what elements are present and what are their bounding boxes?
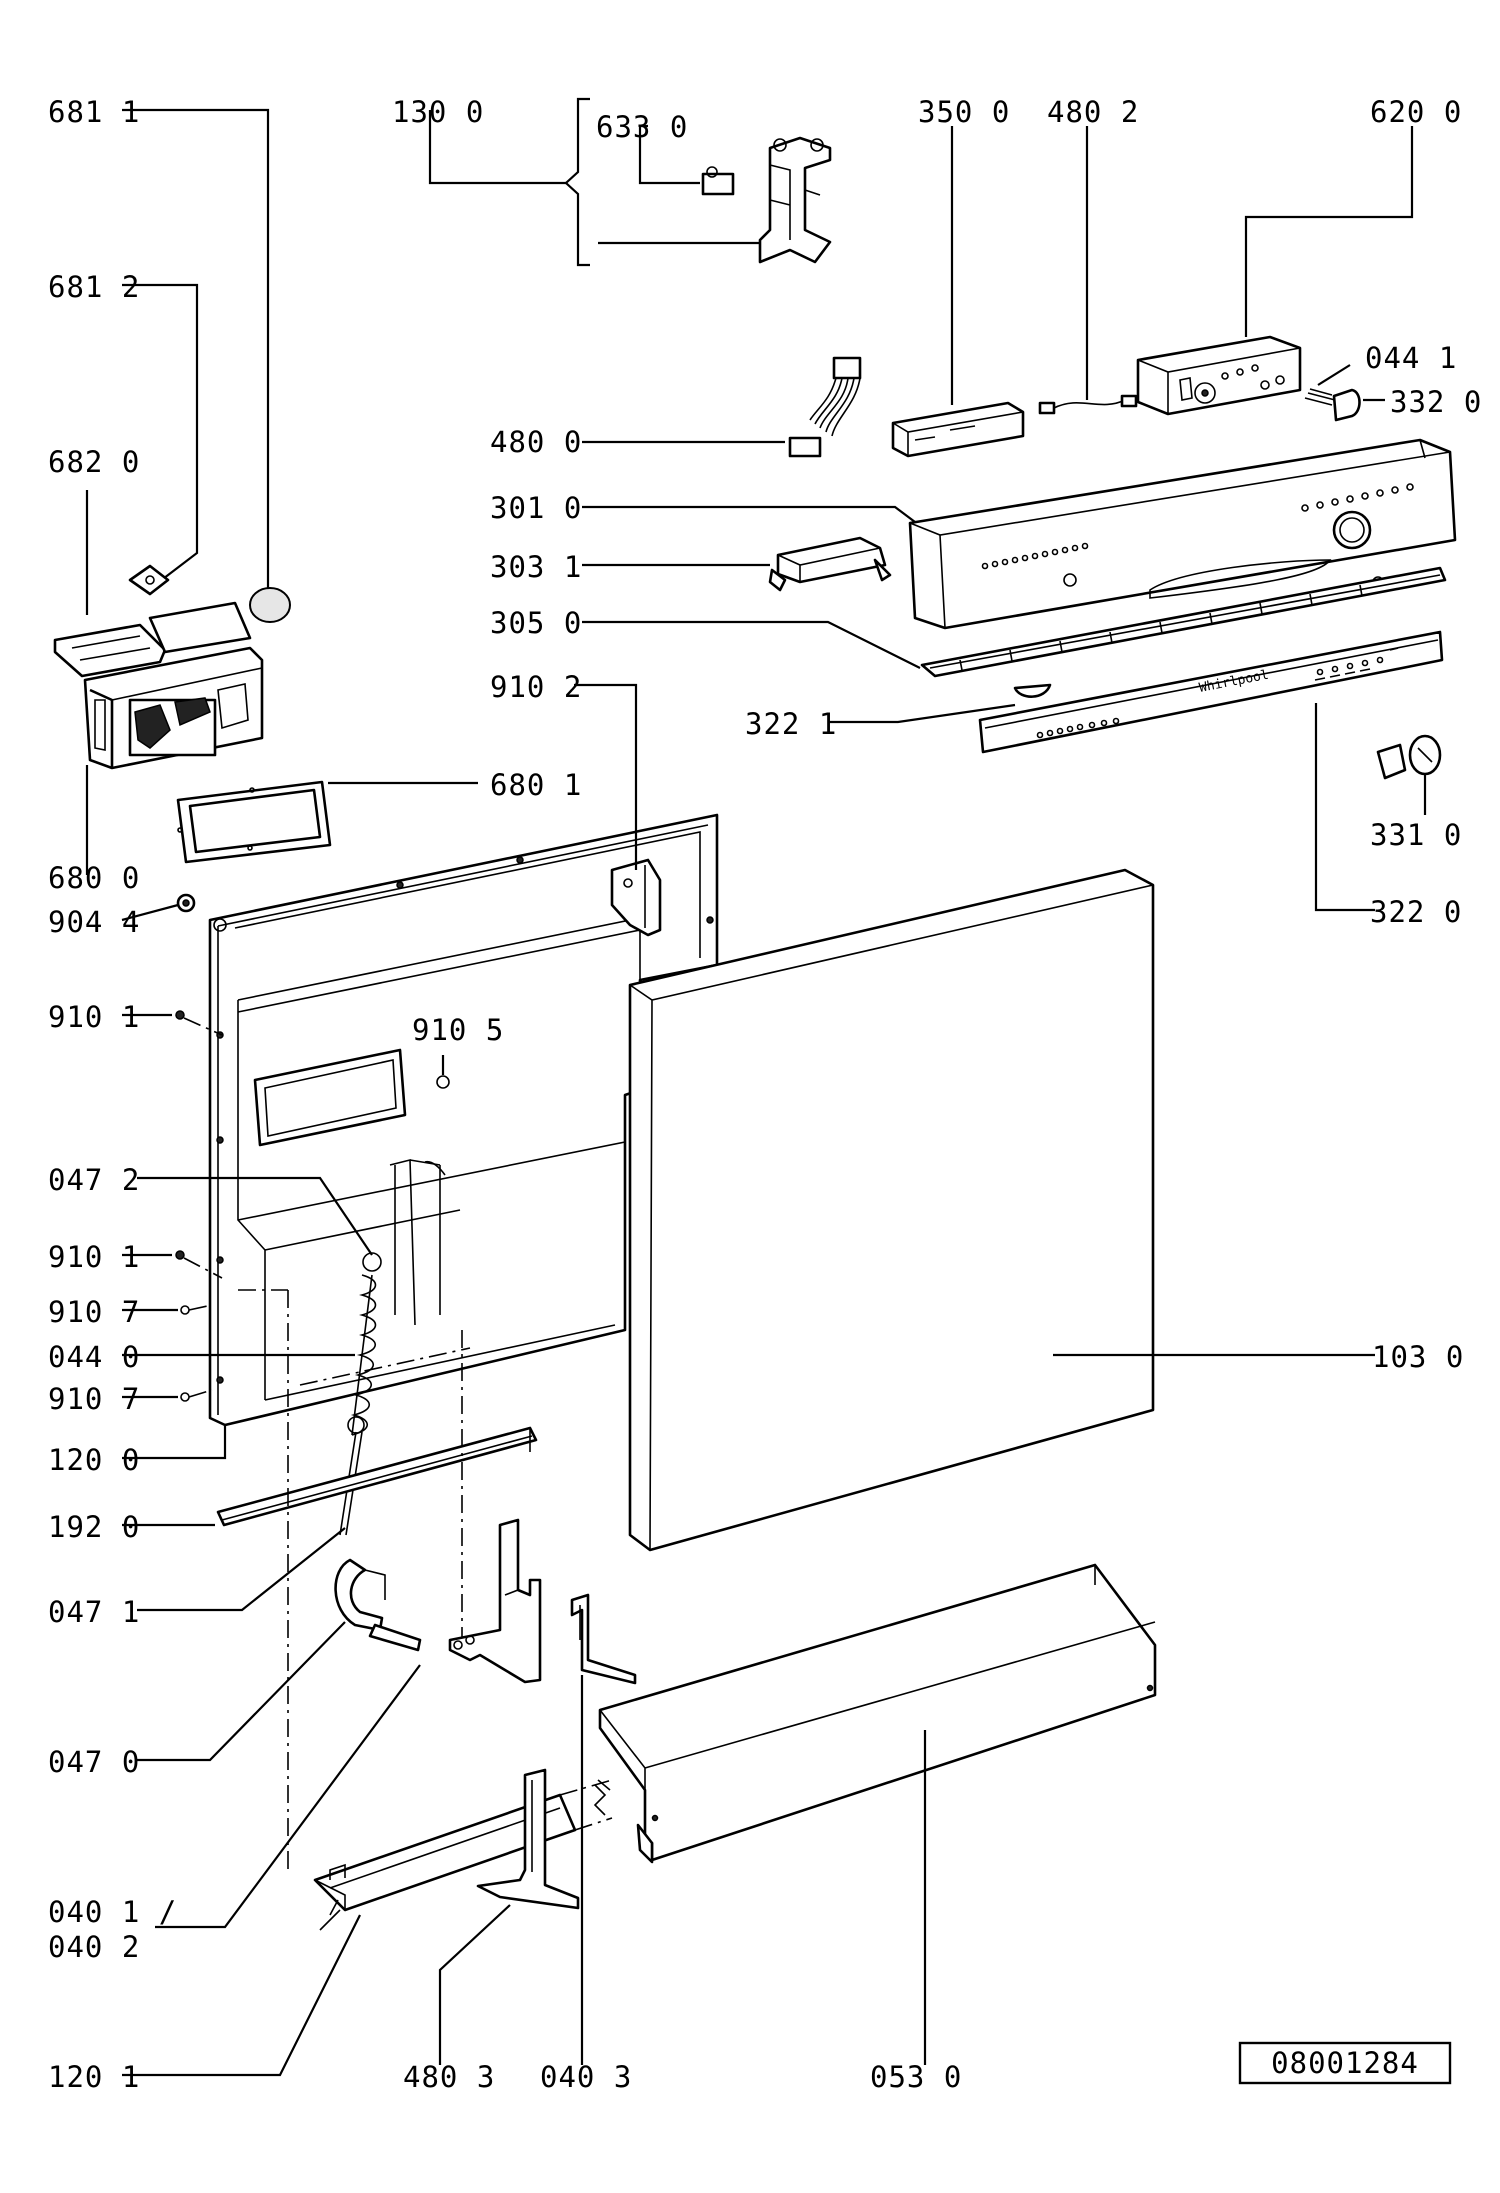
label-120-0: 120 0 xyxy=(48,1443,140,1477)
label-053-0: 053 0 xyxy=(870,2060,962,2094)
alignment-lines xyxy=(238,1289,471,1875)
part-322-0-fascia: Whirlpool xyxy=(978,630,1444,912)
label-047-0: 047 0 xyxy=(48,1745,140,1779)
label-040-2: 040 2 xyxy=(48,1930,140,1964)
part-910-2-leader xyxy=(574,683,638,870)
label-322-1: 322 1 xyxy=(745,707,837,741)
part-910-5 xyxy=(436,1055,450,1089)
part-303-1 xyxy=(582,536,892,592)
label-103-0: 103 0 xyxy=(1372,1340,1464,1374)
part-044-1-332-0 xyxy=(1304,364,1385,422)
label-480-0: 480 0 xyxy=(490,425,582,459)
label-910-1b: 910 1 xyxy=(48,1240,140,1274)
part-480-0 xyxy=(582,356,862,458)
part-350-0 xyxy=(891,126,1025,458)
label-332-0: 332 0 xyxy=(1390,385,1482,419)
label-047-1: 047 1 xyxy=(48,1595,140,1629)
label-904-4: 904 4 xyxy=(48,905,140,939)
label-120-1: 120 1 xyxy=(48,2060,140,2094)
label-331-0: 331 0 xyxy=(1370,818,1462,852)
label-633-0: 633 0 xyxy=(596,110,688,144)
part-047-2-leader xyxy=(137,1176,373,1256)
label-480-2: 480 2 xyxy=(1047,95,1139,129)
part-103-0-outer-door xyxy=(628,868,1375,1552)
label-047-2: 047 2 xyxy=(48,1163,140,1197)
part-305-0-strip xyxy=(582,566,1447,678)
label-910-1a: 910 1 xyxy=(48,1000,140,1034)
part-301-0-control-panel xyxy=(582,438,1457,630)
part-047-1 xyxy=(137,1527,346,1612)
part-047-0-hinge xyxy=(137,1558,422,1762)
part-120-1-strip xyxy=(122,1779,613,2077)
label-130-0: 130 0 xyxy=(392,95,484,129)
part-040-hinge-bracket xyxy=(448,1518,542,1684)
part-322-1 xyxy=(828,683,1052,724)
label-044-0: 044 0 xyxy=(48,1340,140,1374)
drawing-number-box: 08001284 xyxy=(1238,2041,1452,2085)
part-040-1-2-leader xyxy=(155,1664,421,1929)
drawing-number: 08001284 xyxy=(1271,2046,1419,2080)
label-681-1: 681 1 xyxy=(48,95,140,129)
label-303-1: 303 1 xyxy=(490,550,582,584)
label-680-0: 680 0 xyxy=(48,861,140,895)
part-480-3-bracket xyxy=(438,1768,580,2065)
part-682-0-dispenser xyxy=(53,490,264,770)
label-301-0: 301 0 xyxy=(490,491,582,525)
part-040-3-bracket xyxy=(570,1593,637,2065)
part-904-4 xyxy=(121,893,196,922)
label-682-0: 682 0 xyxy=(48,445,140,479)
part-681-2 xyxy=(122,283,199,596)
label-910-2: 910 2 xyxy=(490,670,582,704)
fascia-markings xyxy=(1036,647,1399,739)
part-053-0-kickplate xyxy=(598,1563,1157,2065)
part-681-1 xyxy=(122,108,291,623)
part-192-0-strip xyxy=(122,1426,538,1527)
part-120-0-leader xyxy=(122,1425,227,1460)
part-130-0-assembly xyxy=(428,97,832,267)
part-331-0-knob xyxy=(1376,734,1442,815)
label-620-0: 620 0 xyxy=(1370,95,1462,129)
part-910-7-lower xyxy=(122,1389,213,1402)
label-322-0: 322 0 xyxy=(1370,895,1462,929)
part-910-7-upper xyxy=(122,1304,213,1315)
label-040-1: 040 1 / xyxy=(48,1895,177,1929)
inner-door-panel xyxy=(208,813,719,1427)
label-044-1: 044 1 xyxy=(1365,341,1457,375)
label-910-5: 910 5 xyxy=(412,1013,504,1047)
label-680-1: 680 1 xyxy=(490,768,582,802)
part-910-1-lower xyxy=(122,1250,223,1279)
label-681-2: 681 2 xyxy=(48,270,140,304)
label-350-0: 350 0 xyxy=(918,95,1010,129)
panel-indicator-row xyxy=(981,483,1414,570)
label-910-7a: 910 7 xyxy=(48,1295,140,1329)
label-305-0: 305 0 xyxy=(490,606,582,640)
callout-labels: 681 1 130 0 633 0 350 0 480 2 620 0 681 … xyxy=(48,95,1482,2094)
part-680-1-gasket xyxy=(176,780,478,864)
label-910-7b: 910 7 xyxy=(48,1382,140,1416)
label-192-0: 192 0 xyxy=(48,1510,140,1544)
part-910-1-upper xyxy=(122,1010,223,1036)
label-040-3: 040 3 xyxy=(540,2060,632,2094)
part-620-0 xyxy=(1136,126,1414,416)
label-480-3: 480 3 xyxy=(403,2060,495,2094)
part-480-2 xyxy=(1038,126,1138,415)
